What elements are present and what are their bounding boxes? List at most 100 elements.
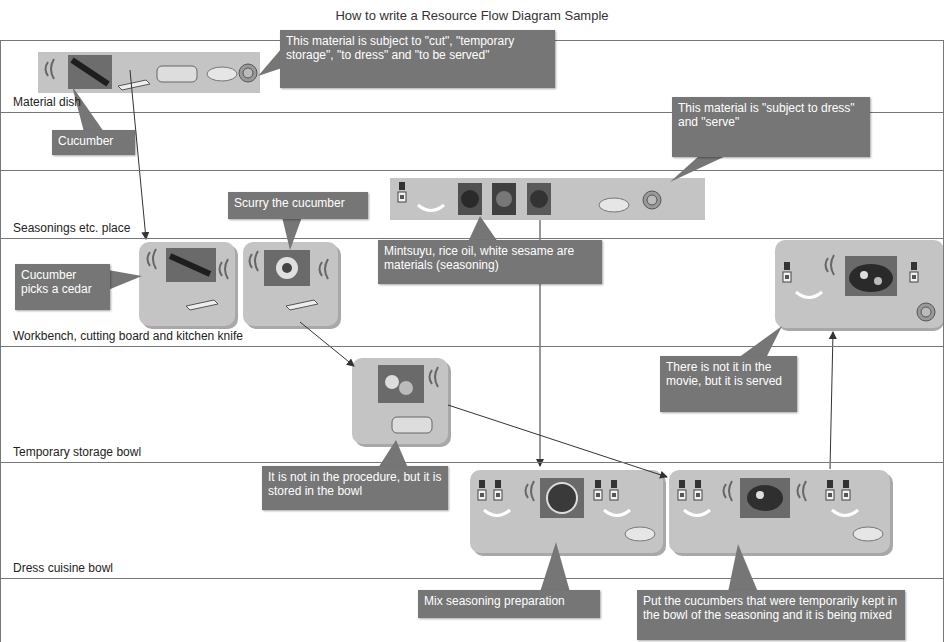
served-photo-box <box>796 292 822 298</box>
callout-pointers <box>670 155 728 182</box>
swimlane: Temporary storage bowl <box>0 346 944 462</box>
dress-photo-box <box>853 527 883 541</box>
callout-text: Mix seasoning preparation <box>424 594 594 608</box>
scurry-photo-box <box>243 242 341 329</box>
callout-box: This material is "subject to dress" and … <box>672 97 870 157</box>
dress-photo-box <box>798 481 807 501</box>
swimlane: Dress cuisine bowl <box>0 462 944 578</box>
cut-photo-box <box>166 248 216 282</box>
scurry-photo-box <box>276 257 298 279</box>
flow-arrows <box>448 405 667 477</box>
mix-photo-box <box>540 478 584 518</box>
lane-label: Material dish <box>13 95 81 109</box>
scurry-photo-box <box>282 263 292 273</box>
seasoning-strip <box>643 191 661 209</box>
callout-text: Scurry the cucumber <box>234 196 362 210</box>
temporary-photo-box <box>378 365 424 403</box>
callout-box: Put the cucumbers that were temporarily … <box>637 590 905 640</box>
mix-photo-box <box>604 510 630 516</box>
dress-photo-box <box>740 478 790 518</box>
callout-box: There is not it in the movie, but it is … <box>660 356 797 412</box>
callout-pointers <box>738 326 782 358</box>
served-photo-box <box>917 303 935 321</box>
material-dish-strip <box>46 59 55 79</box>
mix-photo-box <box>470 470 666 556</box>
temporary-photo-box <box>392 417 432 433</box>
callout-box: It is not in the procedure, but it is st… <box>262 466 448 510</box>
seasoning-strip <box>492 183 516 215</box>
cut-photo-box <box>139 242 235 326</box>
callout-text: Cucumber <box>58 134 129 148</box>
material-dish-strip <box>239 64 257 82</box>
empty-lane-lines <box>943 112 944 170</box>
callout-text: Put the cucumbers that were temporarily … <box>643 594 899 623</box>
empty-lane-lines <box>0 112 1 170</box>
callout-pointers <box>258 48 282 76</box>
served-photo-box <box>845 256 897 296</box>
dress-photo-box <box>669 470 890 553</box>
served-photo-box <box>874 277 882 285</box>
dress-photo-box <box>842 480 850 500</box>
empty-lane-lines <box>0 578 944 579</box>
callout-pointers <box>282 217 302 250</box>
lane-label: Dress cuisine bowl <box>13 561 113 575</box>
temporary-photo-box <box>352 358 448 444</box>
served-photo-box <box>849 264 893 292</box>
served-photo-box <box>860 271 868 279</box>
material-dish-strip <box>38 52 260 93</box>
lane-label: Seasonings etc. place <box>13 221 130 235</box>
mix-photo-box <box>625 527 655 541</box>
dress-photo-box <box>747 485 783 511</box>
seasoning-strip <box>461 190 479 208</box>
empty-lane-lines <box>0 578 1 642</box>
dress-photo-box <box>678 480 686 500</box>
material-dish-strip <box>157 66 197 82</box>
dress-photo-box <box>684 510 710 516</box>
temporary-photo-box <box>385 375 399 389</box>
callout-box: Cucumber picks a cedar <box>15 264 110 310</box>
callout-pointers <box>540 542 570 592</box>
material-dish-strip <box>68 55 112 89</box>
callout-text: This material is subject to "cut", "temp… <box>286 34 549 63</box>
served-photo-box <box>775 240 944 331</box>
mix-photo-box <box>594 480 602 500</box>
callout-pointers <box>72 86 104 132</box>
mix-photo-box <box>478 480 486 500</box>
material-dish-strip <box>118 80 150 90</box>
callout-pointers <box>108 270 142 290</box>
callout-box: Mintsuyu, rice oil, white sesame are mat… <box>378 240 602 284</box>
material-dish-strip <box>207 67 237 81</box>
mix-photo-box <box>526 481 535 501</box>
callout-text: There is not it in the movie, but it is … <box>666 360 791 389</box>
dress-photo-box <box>832 510 858 516</box>
cut-photo-box <box>148 249 157 269</box>
scurry-photo-box <box>243 242 338 326</box>
lane-label: Temporary storage bowl <box>13 445 141 459</box>
scurry-photo-box <box>286 300 318 310</box>
flow-arrows <box>300 322 354 366</box>
mix-photo-box <box>547 483 577 513</box>
scurry-photo-box <box>264 250 310 286</box>
seasoning-strip <box>390 178 705 220</box>
seasoning-strip <box>527 183 551 215</box>
flow-arrows <box>830 332 833 469</box>
served-photo-box <box>783 262 791 282</box>
material-dish-strip <box>38 52 260 93</box>
material-dish-strip <box>72 60 108 84</box>
scurry-photo-box <box>250 251 259 271</box>
callout-text: Mintsuyu, rice oil, white sesame are mat… <box>384 244 596 273</box>
mix-photo-box <box>484 510 510 516</box>
dress-photo-box <box>756 491 764 499</box>
cut-photo-box <box>186 300 218 310</box>
seasoning-strip <box>496 191 512 207</box>
scurry-photo-box <box>320 259 329 279</box>
dress-photo-box <box>694 480 702 500</box>
temporary-photo-box <box>352 358 451 447</box>
temporary-photo-box <box>430 367 439 387</box>
cut-photo-box <box>170 256 210 274</box>
callout-box: This material is subject to "cut", "temp… <box>280 30 555 88</box>
seasoning-strip <box>530 190 548 208</box>
callout-box: Cucumber <box>52 130 135 155</box>
served-photo-box <box>826 255 835 275</box>
diagram-title: How to write a Resource Flow Diagram Sam… <box>0 8 944 23</box>
